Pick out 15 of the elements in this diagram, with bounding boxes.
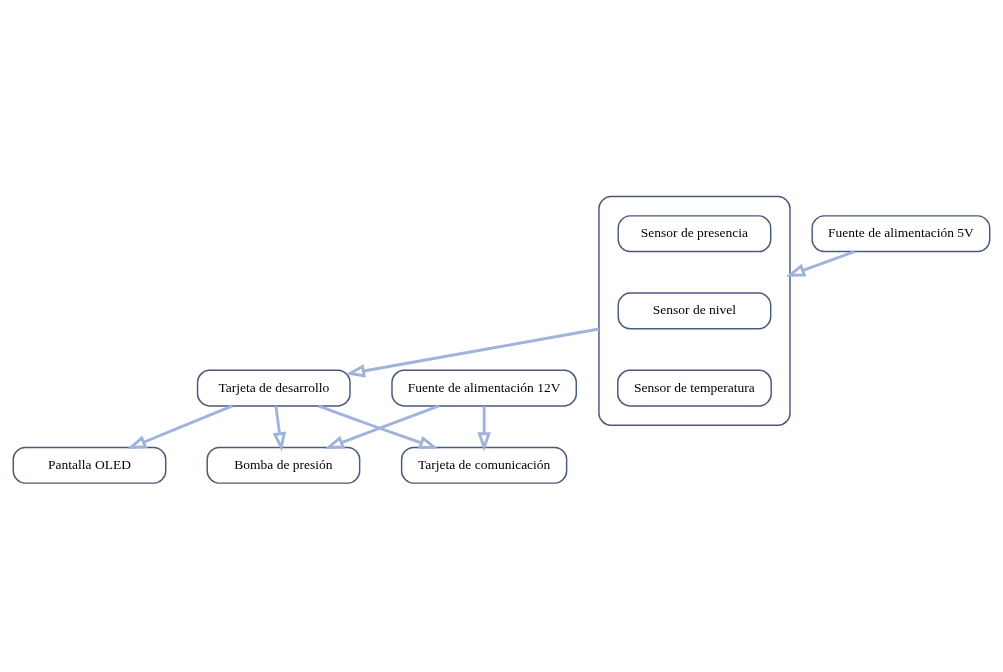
node-box: Sensor de temperatura: [617, 369, 772, 407]
node-box: Pantalla OLED: [12, 446, 167, 484]
arrow: [477, 406, 491, 452]
node-box: Fuente de alimentación 5V: [811, 215, 991, 253]
node-box: Fuente de alimentación 12V: [391, 369, 577, 407]
arrow: [345, 327, 600, 378]
node-box: Sensor de nivel: [617, 292, 772, 330]
node-box: Sensor de presencia: [617, 215, 772, 253]
arrow: [272, 405, 287, 452]
cluster: [598, 195, 791, 426]
node-box: Tarjeta de desarrollo: [196, 369, 351, 407]
arrow: [127, 404, 233, 449]
node-box: Bomba de presión: [206, 446, 361, 484]
arrow: [785, 250, 856, 277]
node-box: Tarjeta de comunicación: [400, 446, 568, 484]
